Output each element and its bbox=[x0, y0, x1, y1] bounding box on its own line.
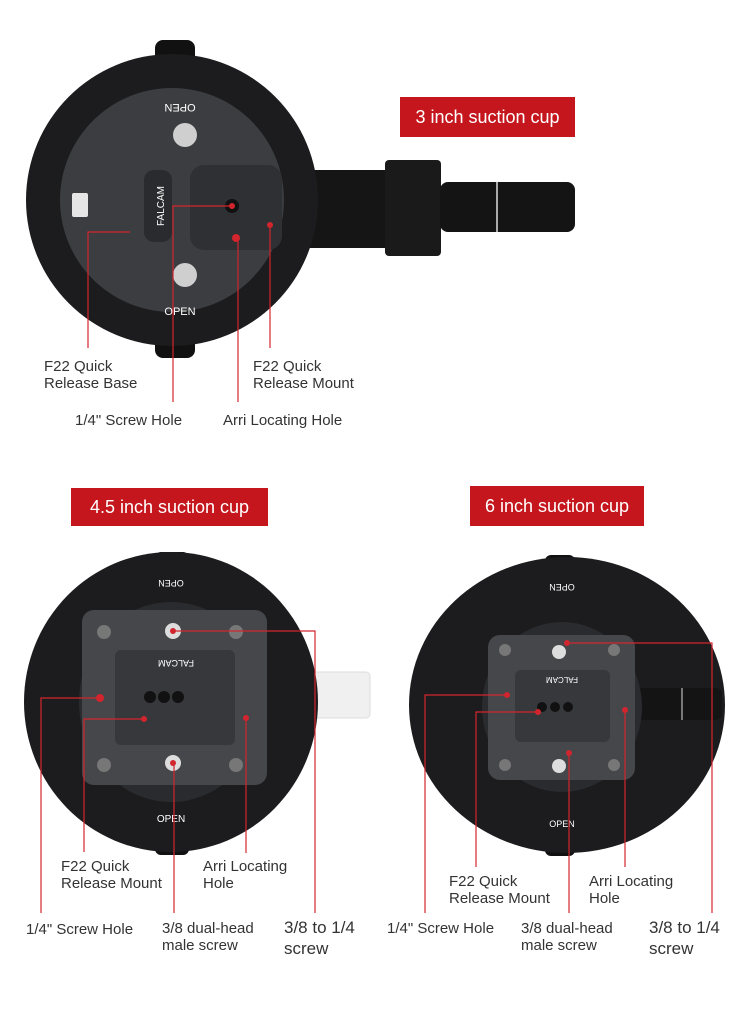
falcam-logo: FALCAM bbox=[158, 658, 194, 668]
label-line: 3/8 to 1/4 bbox=[649, 918, 720, 937]
label-line: 3/8 dual-head bbox=[521, 920, 613, 937]
label-line: Release Mount bbox=[253, 375, 354, 392]
label-line: male screw bbox=[521, 937, 597, 954]
label-line: F22 Quick bbox=[61, 858, 130, 875]
label-line: screw bbox=[284, 939, 329, 958]
open-text-bottom: OPEN bbox=[549, 819, 575, 829]
badge-6-inch: 6 inch suction cup bbox=[470, 486, 644, 526]
label-conversion-screw: 3/8 to 1/4 screw bbox=[284, 917, 355, 959]
label-screw-hole: 1/4" Screw Hole bbox=[26, 921, 134, 938]
label-line: Hole bbox=[589, 890, 620, 907]
open-text-top: OPEN bbox=[158, 578, 184, 588]
label-line: Release Mount bbox=[61, 875, 162, 892]
open-text-bottom: OPEN bbox=[157, 814, 185, 825]
badge-4-5-inch: 4.5 inch suction cup bbox=[71, 488, 268, 526]
label-line: Release Mount bbox=[449, 890, 550, 907]
badge-3-inch: 3 inch suction cup bbox=[400, 97, 575, 137]
falcam-logo: FALCAM bbox=[156, 186, 167, 226]
label-screw-hole: 1/4" Screw Hole bbox=[75, 412, 183, 429]
open-text-top: OPEN bbox=[549, 582, 575, 592]
label-line: 3/8 to 1/4 bbox=[284, 918, 355, 937]
suction-cup-3inch: OPEN OPEN FALCAM bbox=[26, 40, 575, 358]
label-conversion-screw: 3/8 to 1/4 screw bbox=[649, 917, 720, 959]
label-line: Arri Locating bbox=[589, 873, 674, 890]
label-line: screw bbox=[649, 939, 694, 958]
open-text-bottom: OPEN bbox=[164, 306, 195, 318]
label-line: 3/8 dual-head bbox=[162, 920, 254, 937]
label-line: F22 Quick bbox=[449, 873, 518, 890]
suction-cup-4-5inch: OPEN OPEN FALCAM bbox=[24, 552, 371, 855]
callout-lines bbox=[40, 205, 713, 913]
label-arri-hole: Arri Locating Hole bbox=[223, 412, 343, 429]
open-text-top: OPEN bbox=[164, 101, 195, 113]
label-line: male screw bbox=[162, 937, 238, 954]
label-line: Release Base bbox=[44, 375, 138, 392]
suction-cup-6inch: OPEN OPEN FALCAM bbox=[409, 555, 725, 856]
label-line: Arri Locating bbox=[203, 858, 288, 875]
falcam-logo: FALCAM bbox=[546, 675, 578, 684]
label-line: Hole bbox=[203, 875, 234, 892]
label-screw-hole: 1/4" Screw Hole bbox=[387, 920, 495, 937]
label-line: F22 Quick bbox=[44, 358, 113, 375]
label-line: F22 Quick bbox=[253, 358, 322, 375]
